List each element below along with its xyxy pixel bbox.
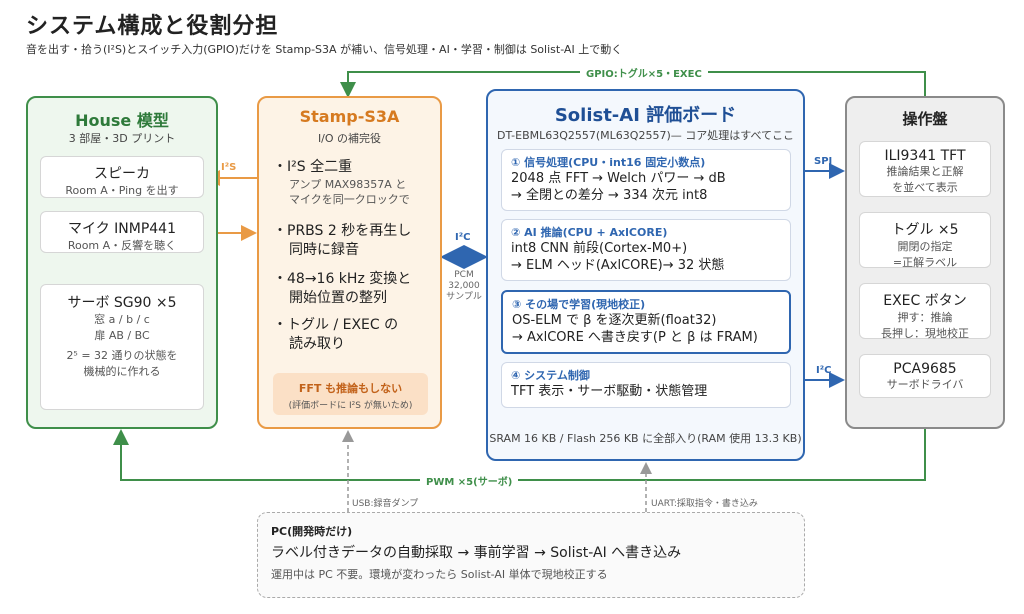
section-signal-processing: ① 信号処理(CPU・int16 固定小数点) 2048 点 FFT → Wel… [501,149,791,211]
pca9685-card: PCA9685 サーボドライバ [859,354,991,398]
i2c-mid-label: I²C [455,232,471,243]
pc-dev-box: PC(開発時だけ) ラベル付きデータの自動採取 → 事前学習 → Solist-… [257,512,805,598]
pwm-label: PWM ×5(サーボ) [420,473,519,488]
stamp-bullet-resample: ・48→16 kHz 変換と 開始位置の整列 [273,271,412,306]
i2c-right-label: I²C [816,365,832,376]
control-panel-box: 操作盤 ILI9341 TFT 推論結果と正解 を並べて表示 トグル ×5 開閉… [845,96,1005,429]
pcm-label: PCM 32,000 サンプル [446,270,482,302]
stamp-bullet-prbs: ・PRBS 2 秒を再生し 同時に録音 [273,223,412,258]
speaker-card: スピーカ Room A・Ping を出す [40,156,204,198]
pc-title: PC(開発時だけ) [271,525,353,538]
spi-label: SPI [814,156,833,167]
house-subtitle: 3 部屋・3D プリント [68,132,176,145]
stamp-note: FFT も推論もしない (評価ボードに I²S が無いため) [273,373,428,415]
uart-label: UART:採取指令・書き込み [651,499,758,509]
usb-label: USB:録音ダンプ [352,499,419,509]
solist-title: Solist-AI 評価ボード [554,105,737,126]
panel-title: 操作盤 [902,110,948,128]
page-subtitle: 音を出す・拾う(I²S)とスイッチ入力(GPIO)だけを Stamp-S3A が… [26,43,623,56]
pc-line1: ラベル付きデータの自動採取 → 事前学習 → Solist-AI へ書き込み [271,545,682,561]
section-on-site-learning: ③ その場で学習(現地校正) OS-ELM で β を逐次更新(float32)… [501,290,791,354]
gpio-label: GPIO:トグル×5・EXEC [580,65,708,80]
mic-card: マイク INMP441 Room A・反響を聴く [40,211,204,253]
exec-button-card: EXEC ボタン 押す：推論 長押し：現地校正 [859,283,991,340]
tft-card: ILI9341 TFT 推論結果と正解 を並べて表示 [859,141,991,197]
pwm-line [113,429,926,481]
stamp-bullet-i2s: ・I²S 全二重 アンプ MAX98357A と マイクを同一クロックで [273,159,410,206]
solist-footer: SRAM 16 KB / Flash 256 KB に全部入り(RAM 使用 1… [489,432,802,445]
servo-card: サーボ SG90 ×5 窓 a / b / c 扉 AB / BC 2⁵ = 3… [40,284,204,410]
solist-ai-box: Solist-AI 評価ボード DT-EBML63Q2557(ML63Q2557… [486,89,805,461]
pc-line2: 運用中は PC 不要。環境が変わったら Solist-AI 単体で現地校正する [271,568,608,581]
stamp-bullet-toggle: ・トグル / EXEC の 読み取り [273,317,399,352]
house-model-box: House 模型 3 部屋・3D プリント スピーカ Room A・Ping を… [26,96,218,429]
section-system-control: ④ システム制御 TFT 表示・サーボ駆動・状態管理 [501,362,791,408]
stamp-title: Stamp-S3A [299,107,400,126]
section-ai-inference: ② AI 推論(CPU + AxlCORE) int8 CNN 前段(Corte… [501,219,791,281]
house-title: House 模型 [75,111,169,130]
i2s-label: I²S [221,162,237,173]
solist-subtitle: DT-EBML63Q2557(ML63Q2557)— コア処理はすべてここ [496,129,795,142]
stamp-s3a-box: Stamp-S3A I/O の補完役 ・I²S 全二重 アンプ MAX98357… [257,96,442,429]
toggle-card: トグル ×5 開閉の指定 =正解ラベル [859,212,991,269]
stamp-subtitle: I/O の補完役 [317,132,382,145]
page-title: システム構成と役割分担 [26,14,279,39]
